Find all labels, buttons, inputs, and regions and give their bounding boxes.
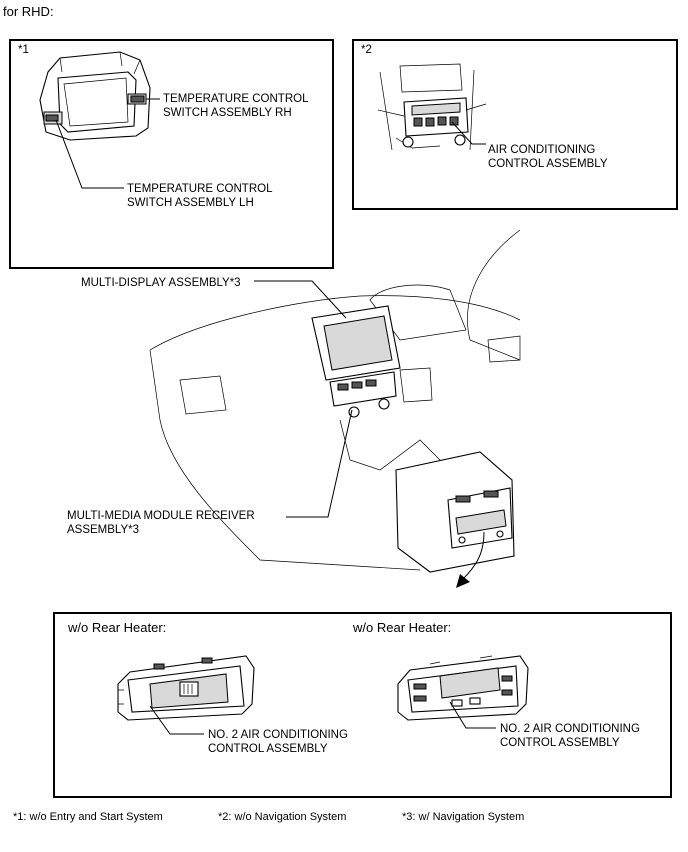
leader-line-ac [451,121,486,145]
heading-left-variant: w/o Rear Heater: [68,620,167,635]
label-no2-ac-left-line1: NO. 2 AIR CONDITIONING [208,729,348,741]
label-no2-ac-right-line2: CONTROL ASSEMBLY [500,737,620,749]
rear-switch-right-illustration [397,655,529,721]
rear-switch-left-illustration [117,655,255,721]
heading-right-variant: w/o Rear Heater: [353,620,452,635]
label-temp-switch-lh-line2: SWITCH ASSEMBLY LH [127,197,254,209]
label-multimedia-line1: MULTI-MEDIA MODULE RECEIVER [67,510,255,522]
arrow-icon [456,531,485,588]
ac-control-illustration [377,63,487,151]
temperature-switch-illustration [39,51,151,141]
footnote-3: *3: w/ Navigation System [402,811,525,823]
leader-line-lh [55,119,124,189]
dashboard-illustration [149,229,521,573]
label-ac-control-line1: AIR CONDITIONING [488,144,596,156]
label-ac-control-line2: CONTROL ASSEMBLY [488,158,608,170]
leader-line-multi-display [254,280,347,319]
label-temp-switch-lh-line1: TEMPERATURE CONTROL [127,183,273,195]
label-temp-switch-rh-line2: SWITCH ASSEMBLY RH [163,107,292,119]
label-temp-switch-rh-line1: TEMPERATURE CONTROL [163,93,309,105]
label-no2-ac-left-line2: CONTROL ASSEMBLY [208,743,328,755]
panel-tag: *1 [18,44,29,56]
page-title: for RHD: [3,4,54,19]
label-multi-display: MULTI-DISPLAY ASSEMBLY*3 [81,277,241,289]
footnote-2: *2: w/o Navigation System [218,811,347,823]
label-multimedia-line2: ASSEMBLY*3 [67,524,140,536]
footnote-1: *1: w/o Entry and Start System [13,811,163,823]
label-no2-ac-right-line1: NO. 2 AIR CONDITIONING [500,723,640,735]
leader-line-rear-left [149,705,204,735]
panel-tag: *2 [361,44,372,56]
leader-line-rear-right [449,701,496,729]
leader-line-multimedia [286,409,353,518]
